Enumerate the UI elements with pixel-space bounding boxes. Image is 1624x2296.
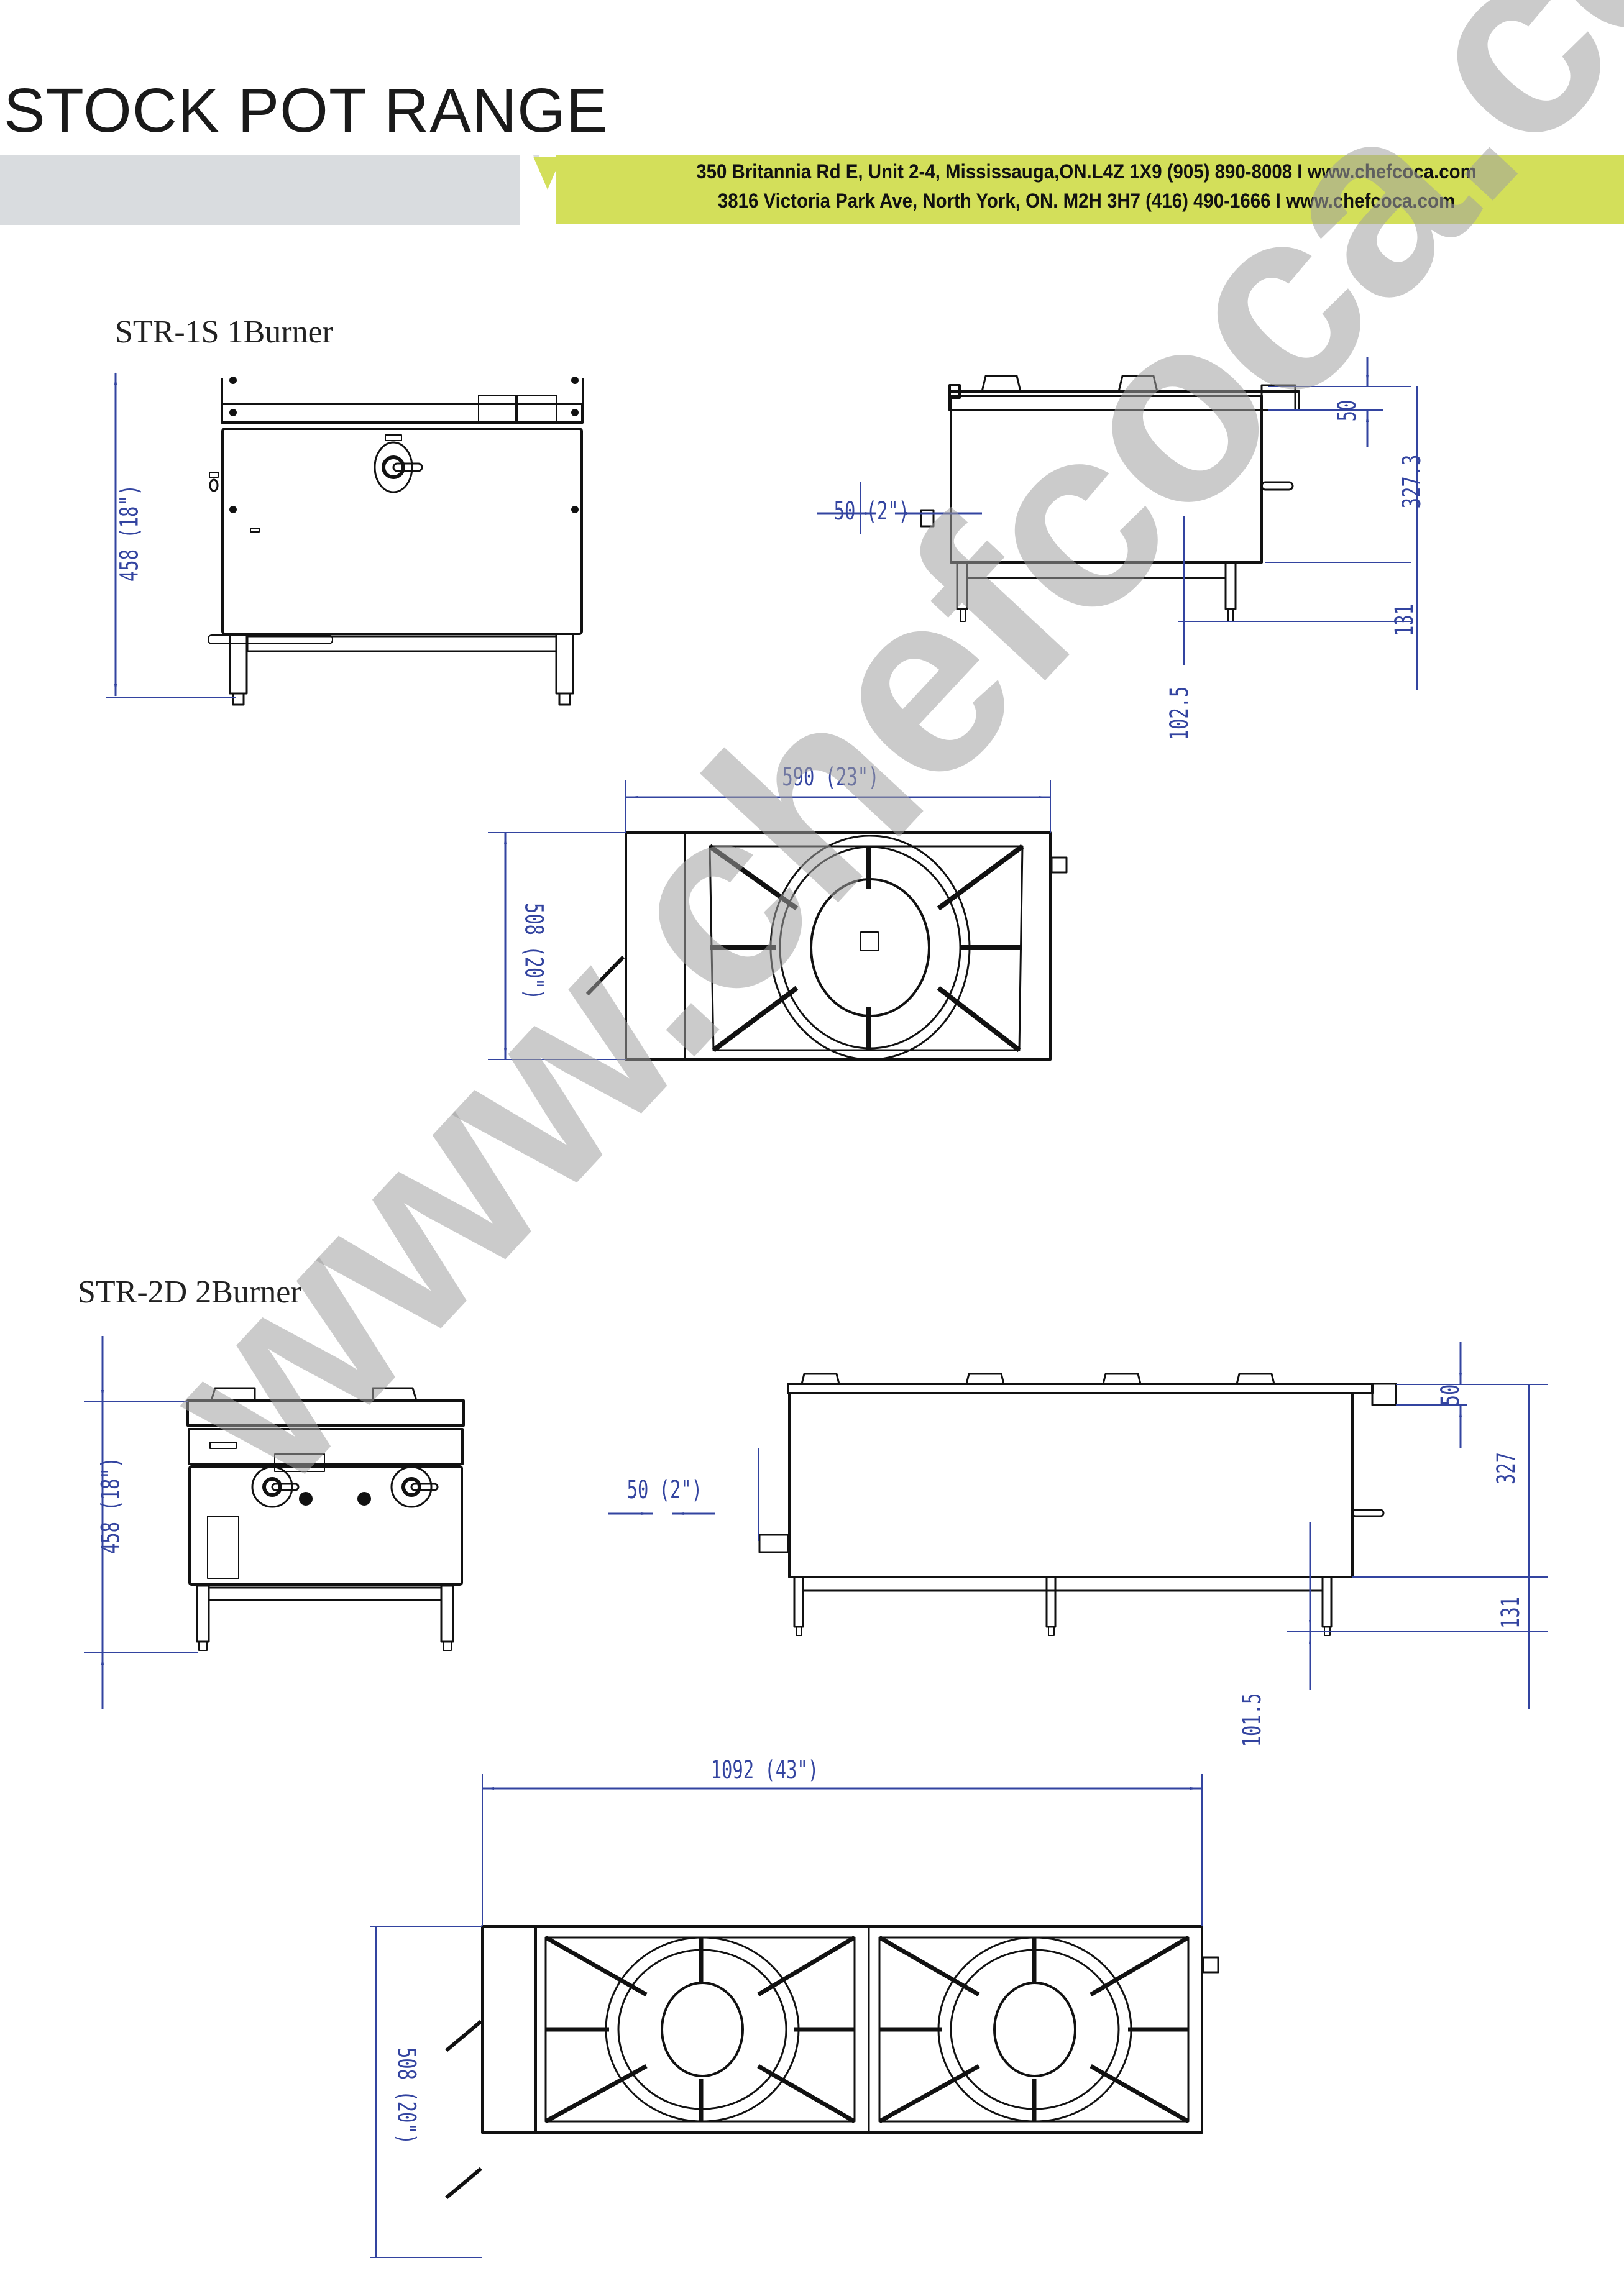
str-2d-body-height-label: 327 bbox=[1492, 1452, 1521, 1485]
str-2d-side-dimensions bbox=[608, 1342, 1548, 1709]
str-2d-top-dimensions bbox=[370, 1774, 1203, 2258]
str-1s-body-height-label: 327.3 bbox=[1398, 454, 1427, 509]
header-address-band bbox=[556, 155, 1624, 224]
str-2d-width-label: 1092 (43") bbox=[710, 1756, 819, 1785]
str-1s-side-view bbox=[920, 375, 1300, 622]
str-2d-leg-height-label: 131 bbox=[1497, 1596, 1526, 1629]
str-2d-depth-label: 508 (20") bbox=[392, 2047, 421, 2145]
str-1s-depth-label: 508 (20") bbox=[519, 902, 548, 1000]
str-1s-top-height-label: 50 bbox=[1333, 400, 1362, 422]
str-2d-side-view bbox=[758, 1373, 1397, 1636]
str-1s-height-label: 458 (18") bbox=[115, 484, 144, 582]
page-title: STOCK POT RANGE bbox=[4, 76, 608, 145]
str-1s-top-dimensions bbox=[488, 780, 1051, 1060]
str-2d-front-view bbox=[186, 1387, 465, 1651]
str-1s-width-label: 590 (23") bbox=[782, 763, 879, 792]
model-label-str-1s: STR-1S 1Burner bbox=[115, 314, 333, 350]
str-2d-top-view bbox=[445, 1925, 1219, 2200]
address-mississauga: 350 Britannia Rd E, Unit 2-4, Mississaug… bbox=[696, 160, 1477, 183]
str-1s-leg-detail-label: 102.5 bbox=[1165, 686, 1195, 741]
str-1s-front-dimension bbox=[106, 372, 236, 698]
str-1s-top-view bbox=[585, 831, 1068, 1061]
str-2d-top-height-label: 50 bbox=[1436, 1384, 1466, 1406]
str-2d-gas-inlet-label: 50 (2") bbox=[626, 1476, 702, 1504]
str-2d-front-dimension bbox=[84, 1336, 198, 1709]
str-2d-leg-detail-label: 101.5 bbox=[1238, 1693, 1267, 1747]
header-grey-band bbox=[0, 155, 539, 225]
model-label-str-2d: STR-2D 2Burner bbox=[78, 1274, 301, 1310]
address-north-york: 3816 Victoria Park Ave, North York, ON. … bbox=[717, 190, 1456, 212]
str-1s-leg-height-label: 131 bbox=[1390, 603, 1420, 637]
str-1s-gas-inlet-label: 50 (2") bbox=[833, 497, 909, 526]
str-1s-front-view bbox=[208, 377, 584, 706]
str-1s-side-dimensions bbox=[817, 357, 1418, 690]
str-2d-height-label: 458 (18") bbox=[96, 1457, 126, 1555]
